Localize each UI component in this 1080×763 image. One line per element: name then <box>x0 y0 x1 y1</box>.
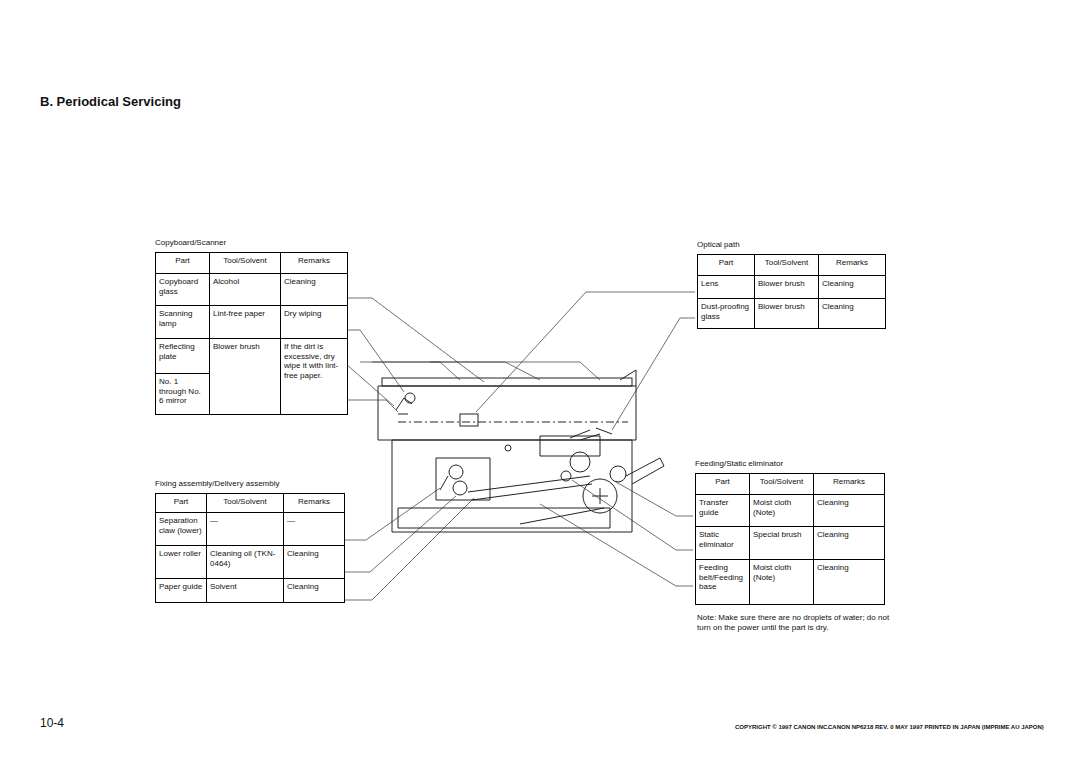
table-cell: Cleaning <box>819 276 885 298</box>
optical-axis <box>398 422 628 423</box>
page-number: 10-4 <box>40 716 64 731</box>
table-heading: Fixing assembly/Delivery assembly <box>155 479 345 488</box>
column-header: Tool/Solvent <box>750 474 813 494</box>
table-cell: Scanning lamp <box>156 306 209 338</box>
column-header: Part <box>156 494 206 512</box>
cassette <box>398 508 610 528</box>
table-cell: Cleaning <box>814 560 884 604</box>
column-header: Part <box>696 474 749 494</box>
table-cell: Special brush <box>750 527 813 559</box>
page-title: B. Periodical Servicing <box>40 94 181 109</box>
service-table: Fixing assembly/Delivery assemblyPartToo… <box>155 479 345 603</box>
mirrors <box>570 428 612 440</box>
copyright-text: COPYRIGHT © 1997 CANON INC. <box>735 724 829 732</box>
table-cell: Cleaning <box>284 579 344 602</box>
service-table: Feeding/Static eliminatorPartTool/Solven… <box>695 459 885 605</box>
table-cell: Moist cloth (Note) <box>750 495 813 526</box>
table-cell: Separation claw (lower) <box>156 513 206 545</box>
developing-roller <box>570 452 590 472</box>
table-cell: Copyboard glass <box>156 274 209 305</box>
column-header: Tool/Solvent <box>207 494 283 512</box>
table-cell: Dry wiping <box>281 306 347 338</box>
table-cell: Cleaning <box>281 274 347 305</box>
table-heading: Feeding/Static eliminator <box>695 459 885 468</box>
feeding-base <box>472 484 592 500</box>
note-text: Note: Make sure there are no droplets of… <box>697 613 893 633</box>
table-cell: If the dirt is excessive, dry wipe it wi… <box>281 339 347 414</box>
table-cell: Static eliminator <box>696 527 749 559</box>
photosensitive-drum <box>583 479 617 513</box>
table-cell: Transfer guide <box>696 495 749 526</box>
column-header: Part <box>698 255 754 275</box>
column-header: Tool/Solvent <box>210 253 280 273</box>
table-cell: Cleaning <box>814 527 884 559</box>
fixing-assembly <box>436 458 490 500</box>
feeding-belt <box>468 476 590 492</box>
table-cell: Lint-free paper <box>210 306 280 338</box>
housing-edge <box>620 370 636 386</box>
reflecting-plate <box>396 398 412 414</box>
table-grid: PartTool/SolventRemarksLensBlower brushC… <box>697 254 886 329</box>
table-cell: Blower brush <box>755 276 818 298</box>
service-table: Copyboard/ScannerPartTool/SolventRemarks… <box>155 238 348 415</box>
table-cell: Cleaning <box>814 495 884 526</box>
column-header: Remarks <box>284 494 344 512</box>
manual-feed-tray <box>626 458 664 484</box>
print-info: CANON NP6218 REV. 0 MAY 1997 PRINTED IN … <box>828 724 1044 732</box>
table-heading: Optical path <box>697 240 886 249</box>
table-heading: Copyboard/Scanner <box>155 238 348 247</box>
table-cell: Cleaning oil (TKN-0464) <box>207 546 283 578</box>
drum-center <box>592 488 608 504</box>
table-grid: PartTool/SolventRemarksSeparation claw (… <box>155 493 345 603</box>
table-cell: Feeding belt/Feeding base <box>696 560 749 604</box>
static-eliminator <box>561 471 571 481</box>
lower-housing <box>392 440 632 532</box>
table-cell: Cleaning <box>284 546 344 578</box>
table-cell: Lower roller <box>156 546 206 578</box>
table-cell: Cleaning <box>819 299 885 328</box>
lens <box>460 414 478 426</box>
table-cell: — <box>284 513 344 545</box>
table-cell: Dust-proofing glass <box>698 299 754 328</box>
pickup-roller <box>610 466 626 482</box>
table-cell: Lens <box>698 276 754 298</box>
column-header: Part <box>156 253 209 273</box>
column-header: Remarks <box>814 474 884 494</box>
column-header: Tool/Solvent <box>755 255 818 275</box>
table-cell: Blower brush <box>755 299 818 328</box>
copyboard-glass <box>382 378 632 386</box>
table-cell: No. 1 through No. 6 mirror <box>156 374 209 414</box>
table-cell: Blower brush <box>210 339 280 414</box>
leader-lines <box>344 292 695 600</box>
lower-roller <box>453 481 467 495</box>
table-cell: Alcohol <box>210 274 280 305</box>
separation-claw <box>440 476 448 490</box>
table-cell: — <box>207 513 283 545</box>
table-cell: Moist cloth (Note) <box>750 560 813 604</box>
column-header: Remarks <box>281 253 347 273</box>
column-header: Remarks <box>819 255 885 275</box>
upper-housing <box>378 386 636 440</box>
table-cell: Reflecting plate <box>156 339 209 373</box>
developing-assembly <box>540 436 600 456</box>
table-cell: Paper guide <box>156 579 206 602</box>
gear <box>505 445 511 451</box>
table-grid: PartTool/SolventRemarksTransfer guideMoi… <box>695 473 885 605</box>
table-cell: Solvent <box>207 579 283 602</box>
table-grid: PartTool/SolventRemarksCopyboard glassAl… <box>155 252 348 415</box>
upper-fixing-roller <box>449 465 463 479</box>
service-table: Optical pathPartTool/SolventRemarksLensB… <box>697 240 886 329</box>
scanning-lamp <box>405 393 415 403</box>
